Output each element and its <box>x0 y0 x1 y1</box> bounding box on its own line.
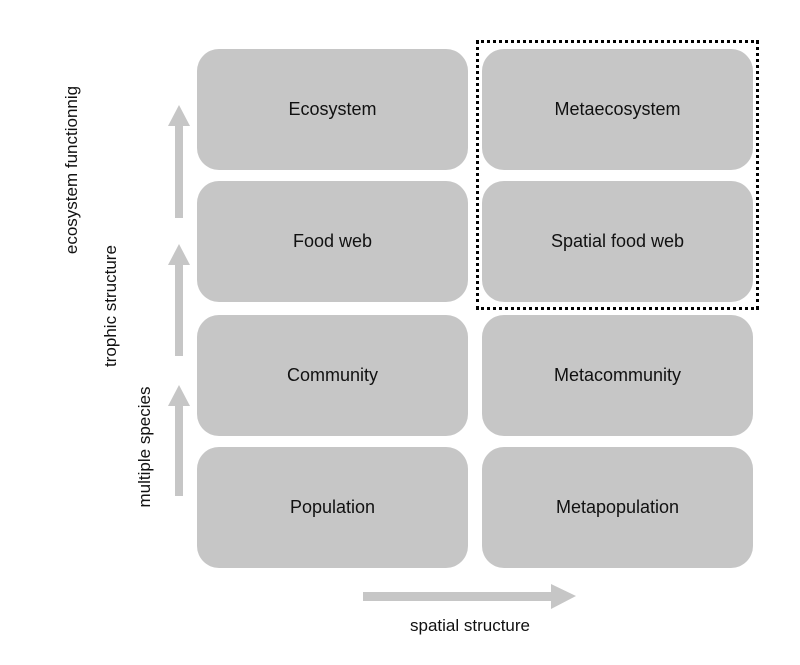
spatial-food-web-label: Spatial food web <box>550 231 685 251</box>
axis-label-spatial-structure: spatial structure <box>410 616 530 635</box>
metaecosystem-label: Metaecosystem <box>554 99 681 119</box>
ecosystem-label: Ecosystem <box>288 99 377 119</box>
metacommunity-box: Metacommunity <box>482 315 753 436</box>
arrow-right-spatial <box>363 584 576 609</box>
metacommunity-label: Metacommunity <box>553 365 682 385</box>
population-label: Population <box>289 497 376 517</box>
axis-label-multiple-species: multiple species <box>135 386 154 508</box>
arrow-up-trophic <box>168 244 190 356</box>
arrow-up-multiple-species <box>168 385 190 496</box>
arrow-up-ecosystem <box>168 105 190 218</box>
metaecosystem-box: Metaecosystem <box>482 49 753 170</box>
spatial-food-web-box: Spatial food web <box>482 181 753 302</box>
axis-label-trophic-structure: trophic structure <box>101 245 120 367</box>
community-box: Community <box>197 315 468 436</box>
metapopulation-box: Metapopulation <box>482 447 753 568</box>
community-label: Community <box>286 365 379 385</box>
metapopulation-label: Metapopulation <box>555 497 680 517</box>
axis-label-ecosystem-functioning: ecosystem functionnig <box>62 85 81 255</box>
food-web-label: Food web <box>292 231 373 251</box>
food-web-box: Food web <box>197 181 468 302</box>
population-box: Population <box>197 447 468 568</box>
highlight-frame <box>476 40 759 310</box>
ecosystem-box: Ecosystem <box>197 49 468 170</box>
